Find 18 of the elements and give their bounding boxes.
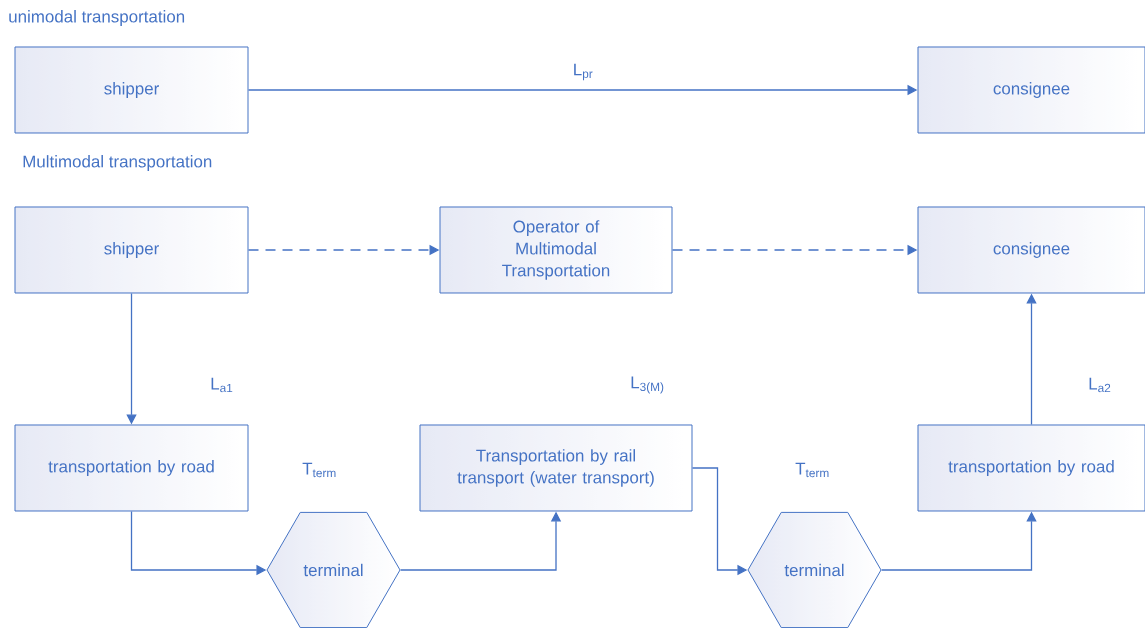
- edge-label: L$_{pr}$: [571, 62, 595, 82]
- process-box: consignee: [917, 206, 1145, 294]
- process-box: consignee: [917, 46, 1145, 134]
- process-box: shipper: [14, 46, 249, 134]
- parameter-label: L$_{a1}$: [211, 377, 233, 393]
- terminal-hexagon: terminal: [266, 511, 401, 628]
- process-box: Operator of Multimodal Transportation: [439, 206, 673, 294]
- section-heading: Multimodal transportation: [23, 155, 212, 171]
- process-box: transportation by road: [917, 424, 1145, 512]
- process-box: transportation by road: [14, 424, 249, 512]
- terminal-hexagon: terminal: [747, 511, 882, 628]
- parameter-label: L$_{3(M)}$: [631, 376, 664, 394]
- section-heading: unimodal transportation: [9, 10, 185, 26]
- process-box: shipper: [14, 206, 249, 294]
- parameter-label: T$_{term}$: [302, 462, 336, 478]
- parameter-label: T$_{term}$: [795, 462, 829, 478]
- parameter-label: L$_{a2}$: [1089, 377, 1111, 393]
- process-box: Transportation by rail transport (water transport): [419, 424, 693, 512]
